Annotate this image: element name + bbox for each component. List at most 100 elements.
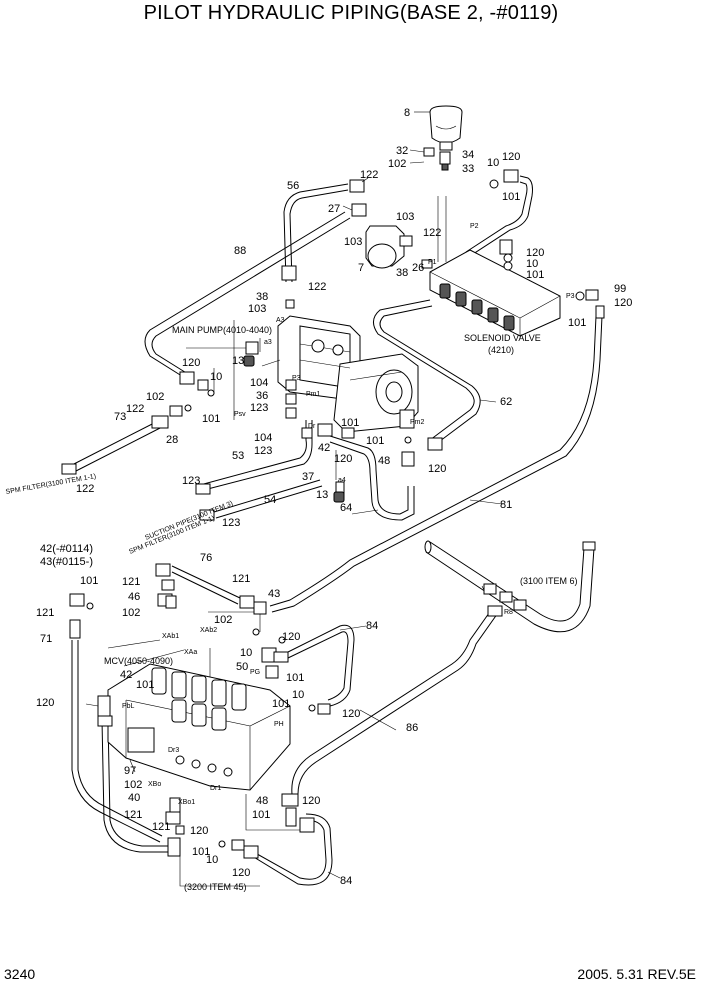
hose-76	[171, 565, 241, 605]
callout: 122	[126, 403, 144, 415]
callout: 101	[136, 679, 154, 691]
fitting-32-34	[423, 147, 451, 171]
callout: 71	[40, 633, 52, 645]
callout: 32	[396, 145, 408, 157]
callout: 50	[236, 661, 248, 673]
callout: 123	[250, 402, 268, 414]
svg-text:P2: P2	[470, 223, 479, 230]
callout: 120	[282, 631, 300, 643]
callout: 102	[214, 614, 232, 626]
svg-text:P1: P1	[428, 259, 437, 266]
filter-7	[365, 225, 413, 269]
return-pipe-3100	[424, 540, 596, 633]
callout: 101	[192, 846, 210, 858]
solenoid-valve	[429, 249, 561, 337]
callout: 102	[146, 391, 164, 403]
callout: 43(#0115-)	[40, 556, 93, 568]
callout: 120	[342, 708, 360, 720]
mcv-block	[107, 663, 291, 791]
callout: 121	[122, 576, 140, 588]
callout: 37	[302, 471, 314, 483]
callout: 101	[80, 575, 98, 587]
callout: 54	[264, 494, 276, 506]
callout: 33	[462, 163, 474, 175]
svg-text:XAa: XAa	[184, 649, 197, 656]
svg-text:Pm1: Pm1	[306, 391, 321, 398]
main-pump	[277, 315, 419, 433]
callout: 101	[568, 317, 586, 329]
date-revision: 2005. 5.31 REV.5E	[577, 966, 696, 982]
accumulator-8	[429, 105, 463, 151]
callout: 122	[76, 483, 94, 495]
callout: 48	[378, 455, 390, 467]
callout: 101	[341, 417, 359, 429]
callout: 10	[526, 258, 538, 270]
callout: 120	[428, 463, 446, 475]
hose-64	[329, 435, 415, 521]
callout: 42	[120, 669, 132, 681]
callout: 120	[190, 825, 208, 837]
fittings	[61, 169, 605, 859]
hose-88	[144, 211, 351, 379]
svg-text:Dr3: Dr3	[168, 747, 179, 754]
callout: 48	[256, 795, 268, 807]
ref-3100-label: (3100 ITEM 6)	[520, 576, 578, 586]
svg-text:XAb1: XAb1	[162, 633, 179, 640]
callout: 38	[396, 267, 408, 279]
callout: 46	[128, 591, 140, 603]
callout: 42(-#0114)	[40, 543, 93, 555]
callout: 10	[240, 647, 252, 659]
hose-81	[269, 315, 603, 613]
callout: 121	[124, 809, 142, 821]
hose-53-54	[199, 420, 323, 519]
callout: 120	[526, 247, 544, 259]
callout: 34	[462, 149, 474, 161]
callout: 120	[232, 867, 250, 879]
svg-text:Pm2: Pm2	[410, 419, 425, 426]
callout: 43	[268, 588, 280, 600]
hose-top-right	[465, 175, 533, 257]
callout: 42	[318, 442, 330, 454]
callout: 101	[366, 435, 384, 447]
drain-lines	[179, 196, 447, 887]
port-labels: A3 a3 Psv P3 a4 Pm1 Pm2 Dr P1 P2 P3 XAb1…	[122, 223, 575, 806]
callout: 76	[200, 552, 212, 564]
callout: 101	[272, 698, 290, 710]
callout: 101	[286, 672, 304, 684]
callout: 101	[502, 191, 520, 203]
callout: 123	[182, 475, 200, 487]
callout: 122	[360, 169, 378, 181]
callout: 104	[250, 377, 268, 389]
callout: 121	[36, 607, 54, 619]
callout: 122	[308, 281, 326, 293]
callout: 120	[36, 697, 54, 709]
callout: 86	[406, 722, 418, 734]
svg-text:Dr: Dr	[308, 423, 316, 430]
callout: 101	[202, 413, 220, 425]
callout: 56	[287, 180, 299, 192]
solenoid-valve-label: SOLENOID VALVE	[464, 333, 541, 343]
hose-56	[283, 183, 349, 283]
solenoid-coil-group	[439, 283, 515, 331]
main-pump-label: MAIN PUMP(4010-4040)	[172, 325, 272, 335]
svg-text:PH: PH	[274, 721, 284, 728]
callout: 123	[254, 445, 272, 457]
svg-text:a4: a4	[338, 477, 346, 484]
callout: 120	[614, 297, 632, 309]
callout: 40	[128, 792, 140, 804]
svg-text:P3: P3	[566, 293, 575, 300]
callout: 13	[316, 489, 328, 501]
callout: 84	[340, 875, 352, 887]
callout: 121	[152, 821, 170, 833]
callout: 103	[248, 303, 266, 315]
svg-text:XAb2: XAb2	[200, 627, 217, 634]
component-labels: MAIN PUMP(4010-4040) SOLENOID VALVE (421…	[104, 325, 578, 892]
callout: 53	[232, 450, 244, 462]
callout: 62	[500, 396, 512, 408]
hose-86	[291, 605, 501, 795]
hose-62	[373, 299, 481, 445]
callout: 120	[502, 151, 520, 163]
callout: 120	[334, 453, 352, 465]
callout: 102	[388, 158, 406, 170]
svg-text:PbL: PbL	[122, 703, 135, 710]
